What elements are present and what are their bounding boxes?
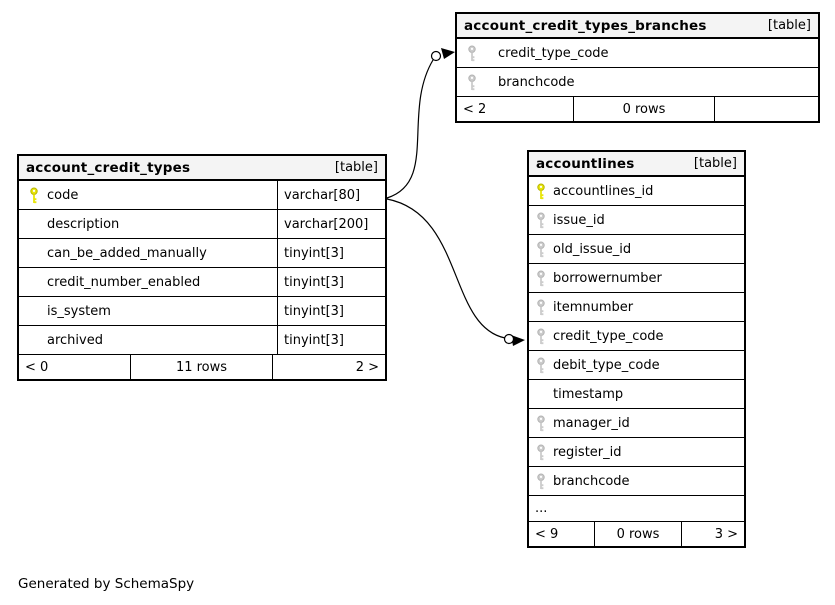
column-name: timestamp [553,386,624,402]
relationship-line-to-accountlines [386,198,506,339]
table-row: debit_type_code [529,351,744,380]
table-row: credit_type_code [529,322,744,351]
table-header[interactable]: account_credit_types_branches [table] [457,14,818,39]
footer-parents-count: < 0 [19,355,131,379]
table-row: branchcode [529,467,744,496]
table-footer: < 2 0 rows [457,97,818,121]
arrowhead-icon [441,48,455,59]
column-type: varchar[200] [277,210,385,238]
footer-children-count: 2 > [355,359,379,375]
table-title[interactable]: accountlines [536,155,635,172]
table-header[interactable]: accountlines [table] [529,152,744,177]
column-name: accountlines_id [553,183,654,199]
foreign-key-icon [535,211,547,229]
column-name: is_system [47,303,111,319]
table-account-credit-types-branches: account_credit_types_branches [table] cr… [455,12,820,123]
column-name: manager_id [553,415,630,431]
column-name: credit_type_code [498,45,609,61]
foreign-key-icon [535,472,547,490]
table-row: issue_id [529,206,744,235]
column-name: archived [47,332,103,348]
column-name: debit_type_code [553,357,660,373]
footer-parents-count: < 2 [457,97,574,121]
table-title[interactable]: account_credit_types [26,159,191,176]
relationship-line-to-branches [386,59,434,199]
column-name: register_id [553,444,622,460]
table-row: accountlines_id [529,177,744,206]
table-header[interactable]: account_credit_types [table] [19,156,385,181]
column-name: can_be_added_manually [47,245,207,261]
table-footer: < 9 0 rows 3 > [529,522,744,546]
table-row: description varchar[200] [19,210,385,239]
table-row: archived tinyint[3] [19,326,385,355]
table-footer: < 0 11 rows 2 > [19,355,385,379]
table-row: borrowernumber [529,264,744,293]
footer-row-count: 11 rows [131,355,273,379]
table-title[interactable]: account_credit_types_branches [464,17,707,34]
column-name: branchcode [553,473,630,489]
table-row: timestamp [529,380,744,409]
table-row: manager_id [529,409,744,438]
generated-by-note: Generated by SchemaSpy [18,576,195,592]
footer-row-count: 0 rows [574,97,715,121]
table-row: itemnumber [529,293,744,322]
foreign-key-icon [466,73,478,91]
column-name: code [47,187,79,203]
foreign-key-icon [535,443,547,461]
table-row: code varchar[80] [19,181,385,210]
foreign-key-icon [535,298,547,316]
column-name: issue_id [553,212,605,228]
table-row: branchcode [457,68,818,97]
more-columns-ellipsis: ... [529,496,744,522]
footer-parents-count: < 9 [529,522,595,546]
table-type-tag: [table] [767,18,811,33]
foreign-key-icon [535,356,547,374]
column-name: old_issue_id [553,241,632,257]
table-type-tag: [table] [334,160,378,175]
footer-row-count: 0 rows [595,522,682,546]
column-type: tinyint[3] [277,326,385,354]
column-type: tinyint[3] [277,239,385,267]
foreign-key-icon [466,44,478,62]
column-name: branchcode [498,74,575,90]
primary-key-icon [28,186,40,204]
column-name: description [47,216,120,232]
table-type-tag: [table] [693,156,737,171]
column-type: tinyint[3] [277,297,385,325]
primary-key-icon [535,182,547,200]
column-name: credit_type_code [553,328,664,344]
foreign-key-icon [535,414,547,432]
foreign-key-icon [535,269,547,287]
column-name: credit_number_enabled [47,274,201,290]
table-row: can_be_added_manually tinyint[3] [19,239,385,268]
footer-children-count: 3 > [714,526,738,542]
foreign-key-icon [535,327,547,345]
footer-children-count [715,97,818,121]
zero-or-more-circle-icon [430,50,442,62]
table-row: register_id [529,438,744,467]
zero-or-more-circle-icon [503,333,515,345]
table-row: is_system tinyint[3] [19,297,385,326]
table-row: credit_type_code [457,39,818,68]
table-account-credit-types: account_credit_types [table] code varcha… [17,154,387,381]
column-type: tinyint[3] [277,268,385,296]
table-row: credit_number_enabled tinyint[3] [19,268,385,297]
table-accountlines: accountlines [table] accountlines_id iss… [527,150,746,548]
column-name: itemnumber [553,299,634,315]
column-name: borrowernumber [553,270,662,286]
table-row: old_issue_id [529,235,744,264]
arrowhead-icon [511,335,525,346]
foreign-key-icon [535,240,547,258]
column-type: varchar[80] [277,181,385,209]
